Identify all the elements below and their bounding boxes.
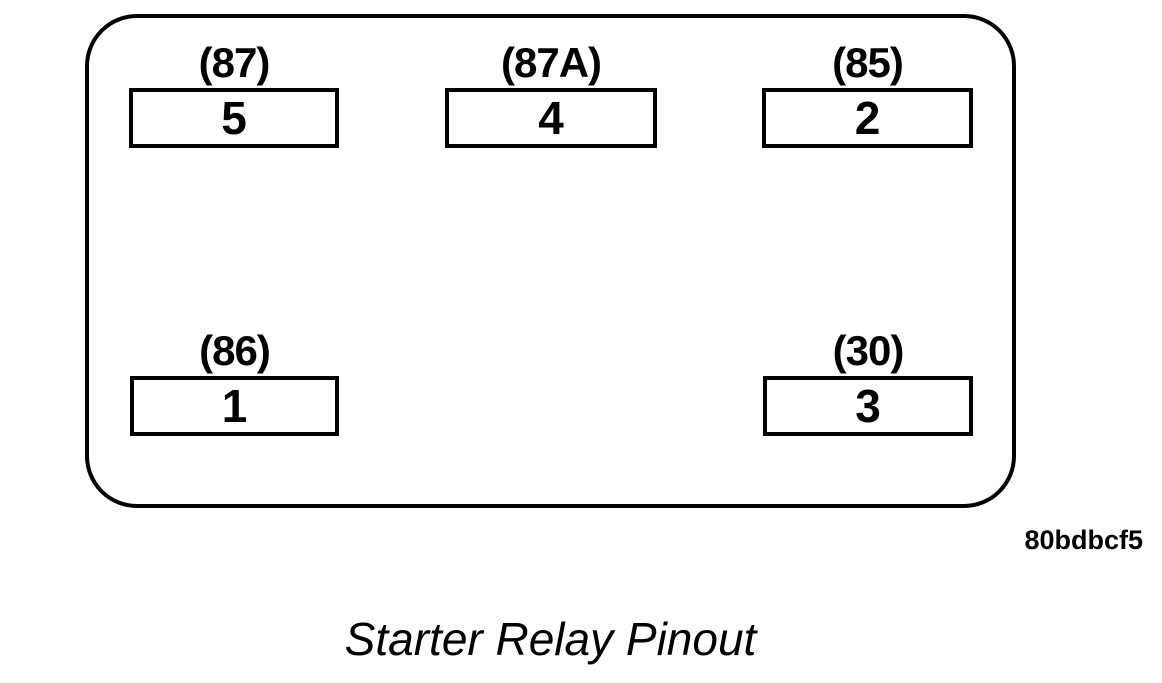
terminal-label-30: (30) <box>832 327 905 374</box>
pin-number-4: 4 <box>538 92 564 144</box>
pin-number-3: 3 <box>855 380 881 432</box>
figure-code: 80bdbcf5 <box>1024 525 1143 555</box>
pin-cavity-box-4: 4 <box>445 88 657 148</box>
pin-group-87: (87) 5 <box>129 38 339 148</box>
pin-cavity-box-5: 5 <box>129 88 339 148</box>
diagram-caption: Starter Relay Pinout <box>344 613 757 665</box>
pin-cavity-box-1: 1 <box>130 376 339 436</box>
pin-group-86: (86) 1 <box>130 326 339 436</box>
terminal-label-87a: (87A) <box>500 39 602 86</box>
terminal-label-87: (87) <box>198 39 271 86</box>
pin-number-2: 2 <box>854 92 881 144</box>
pin-cavity-box-3: 3 <box>763 376 973 436</box>
pin-cavity-box-2: 2 <box>762 88 973 148</box>
pin-group-87a: (87A) 4 <box>445 38 657 148</box>
pin-number-5: 5 <box>221 92 247 144</box>
pin-group-30: (30) 3 <box>763 326 973 436</box>
terminal-label-86: (86) <box>199 327 271 374</box>
pin-group-85: (85) 2 <box>762 38 973 148</box>
terminal-label-85: (85) <box>832 39 904 86</box>
pin-number-1: 1 <box>221 380 248 432</box>
